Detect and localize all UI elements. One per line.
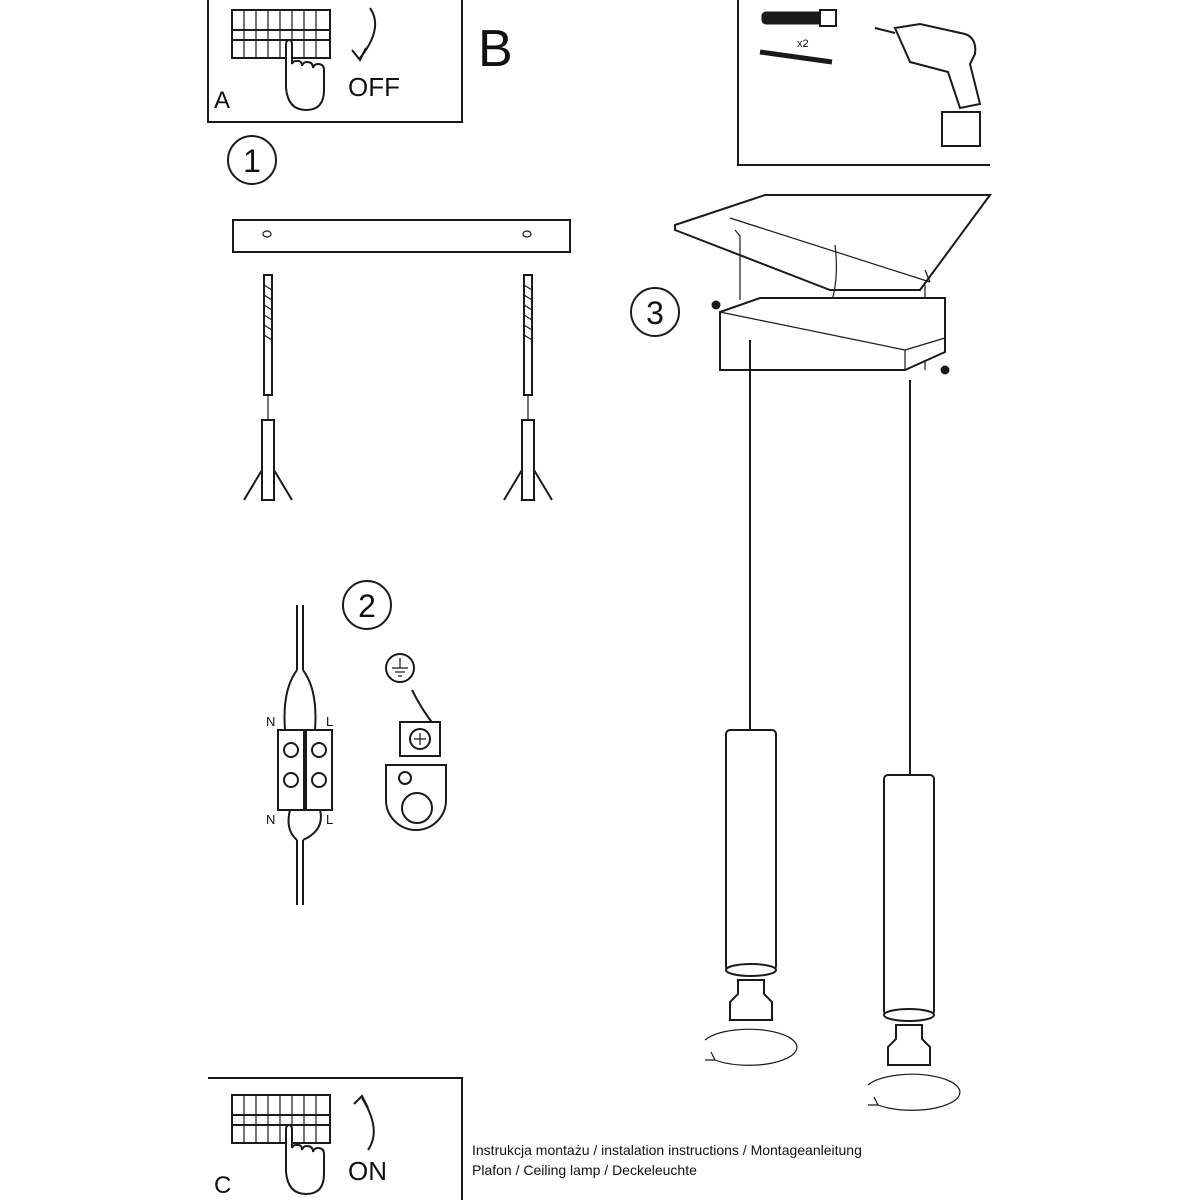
quantity-label: x2 (797, 38, 809, 50)
breaker-panel-icon (231, 9, 331, 59)
step-2-wiring: 2 N L N L (266, 580, 447, 905)
panel-a-label: A (214, 87, 230, 114)
switch-up-arrow-icon (353, 1094, 375, 1151)
step-3-number: 3 (646, 295, 664, 331)
footer-title: Instrukcja montażu / instalation instruc… (472, 1142, 862, 1158)
ground-symbol-icon (385, 653, 415, 683)
step-2-number: 2 (358, 588, 376, 624)
terminal-block (277, 729, 333, 811)
switch-down-arrow-icon (351, 7, 377, 62)
panel-c-label: C (214, 1172, 231, 1199)
pendant-lamp-left (704, 340, 798, 1066)
wall-plug-icon (243, 419, 553, 501)
step-2-badge (342, 580, 392, 630)
screw-icon (263, 274, 533, 396)
neutral-label-top: N (266, 714, 275, 729)
footer-caption: Instrukcja montażu / instalation instruc… (472, 1140, 862, 1180)
mounting-plate (674, 194, 992, 291)
hand-icon (285, 38, 325, 112)
live-label-top: L (326, 714, 333, 729)
rotate-arrow-icon (704, 1028, 798, 1066)
screw-icon (759, 49, 833, 65)
step-1-badge (227, 135, 277, 185)
hand-icon (285, 1123, 325, 1196)
panel-b-tools: x2 (737, 0, 990, 166)
panel-b-label: B (478, 20, 513, 78)
step-3-assembly: 3 (630, 194, 992, 1111)
breaker-panel-icon (231, 1094, 331, 1144)
step-1-mounting: 1 (227, 135, 571, 501)
on-label: ON (348, 1156, 387, 1186)
off-label: OFF (348, 72, 400, 102)
panel-c-power-on: C ON (208, 1077, 463, 1200)
ground-terminal-bracket (385, 721, 447, 831)
drill-icon (874, 22, 982, 147)
step-3-badge (630, 287, 680, 337)
panel-a-power-off: A OFF (207, 0, 463, 123)
canopy-bar (711, 297, 950, 375)
rotate-arrow-icon (867, 1073, 961, 1111)
footer-subtitle: Plafon / Ceiling lamp / Deckeleuchte (472, 1162, 697, 1178)
wall-plug-icon (761, 9, 837, 27)
pendant-lamp-right (867, 380, 961, 1111)
canopy-plate (232, 219, 571, 253)
neutral-label-bottom: N (266, 812, 275, 827)
step-1-number: 1 (243, 143, 261, 179)
live-label-bottom: L (326, 812, 333, 827)
